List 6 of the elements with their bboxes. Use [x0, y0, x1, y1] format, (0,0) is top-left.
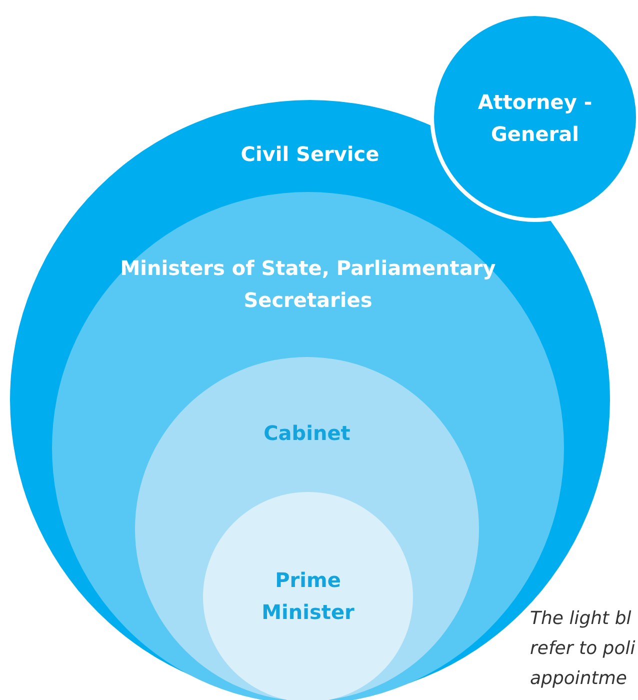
note-text: The light bl refer to poli appointme [530, 607, 636, 691]
circle-label: Civil Service [240, 141, 380, 168]
circle-label: Cabinet [262, 420, 352, 447]
circle-label: Ministers of State, Parliamentary Secretaries [119, 255, 497, 314]
circle-label: Prime Minister [260, 567, 356, 626]
circle-label: Attorney - General [476, 89, 594, 148]
